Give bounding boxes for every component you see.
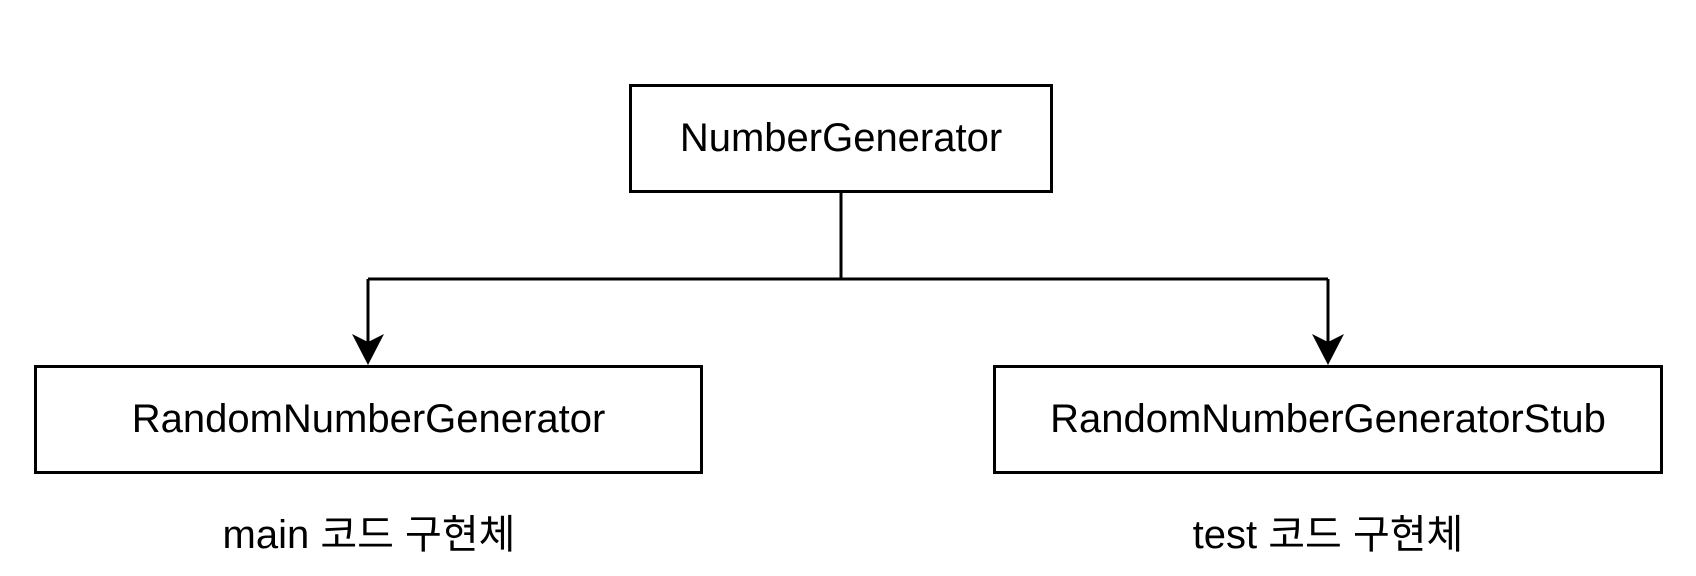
child-node-random-number-generator: RandomNumberGenerator	[34, 365, 703, 474]
test-implementation-caption: test 코드 구현체	[1192, 513, 1464, 557]
parent-node: NumberGenerator	[629, 84, 1053, 193]
child-node-random-number-generator-stub: RandomNumberGeneratorStub	[993, 365, 1663, 474]
child-node-label: RandomNumberGenerator	[131, 397, 606, 441]
arrowhead-right	[1312, 334, 1344, 365]
main-implementation-caption: main 코드 구현체	[222, 513, 516, 557]
child-node-label: RandomNumberGeneratorStub	[1050, 397, 1606, 441]
arrowhead-left	[352, 334, 384, 365]
parent-node-label: NumberGenerator	[679, 116, 1003, 160]
